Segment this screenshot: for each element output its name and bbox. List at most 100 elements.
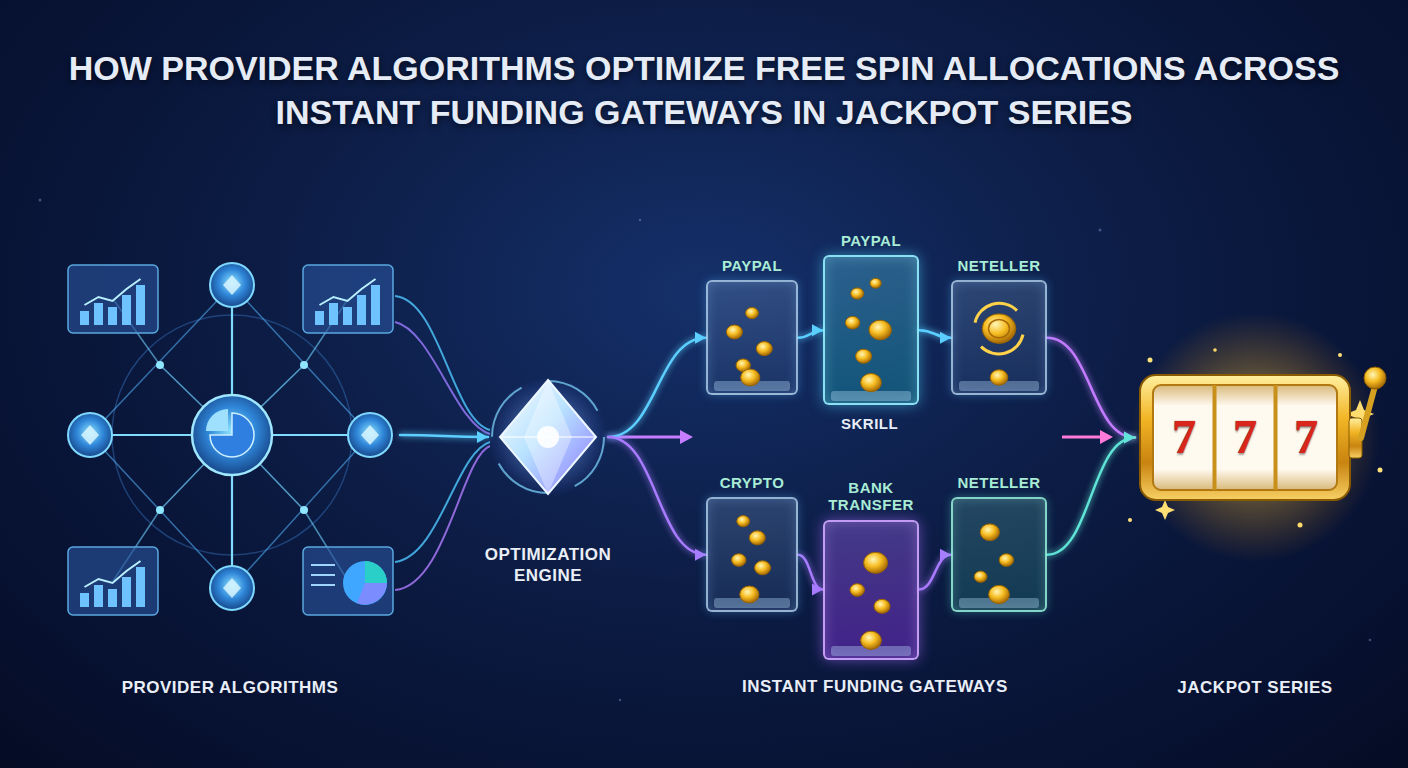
coin [974, 571, 987, 582]
flow-line [395, 446, 490, 590]
connector-line [1047, 438, 1135, 555]
arrow-line [616, 436, 680, 439]
connector [608, 437, 706, 561]
coin [755, 561, 771, 575]
stars [39, 199, 1372, 702]
gem-diamond [500, 380, 596, 494]
chart-bar [357, 295, 366, 325]
slot-glow [1130, 312, 1380, 562]
flow-line [395, 296, 490, 430]
algorithm-network: PROVIDER ALGORITHMS [60, 255, 400, 698]
coin [861, 631, 882, 649]
node-gem [81, 425, 99, 445]
chart-panel [303, 547, 393, 615]
slot-handle [1361, 386, 1375, 438]
gateway-label: SKRILL [841, 415, 898, 432]
chart-line [311, 564, 335, 566]
gateway-node: PAYPAL [808, 232, 934, 405]
chart-bar [136, 567, 145, 607]
sparkle [1378, 468, 1383, 473]
coin [982, 314, 1016, 343]
gateway-node: CRYPTO [691, 474, 813, 612]
arrow-head [680, 430, 693, 444]
gateway-box [706, 497, 798, 612]
node-gem [361, 425, 379, 445]
coin [850, 583, 864, 596]
gateway-box [951, 280, 1047, 395]
chart-bar [108, 307, 117, 325]
chart-bar [80, 311, 89, 325]
gateway-box [706, 280, 798, 395]
coins [953, 499, 1049, 614]
reel-divider [1274, 385, 1278, 490]
connector [798, 555, 823, 596]
connector-line [1047, 338, 1135, 438]
network-illustration [60, 255, 400, 615]
trend-line [85, 279, 141, 305]
slot-window [1153, 385, 1337, 490]
connector-line [608, 338, 706, 437]
flow-lines [395, 296, 490, 590]
connector [919, 549, 951, 590]
reel-symbol: 7 [1172, 413, 1196, 461]
flow-line [395, 322, 490, 434]
coin [874, 599, 890, 613]
coins [708, 282, 800, 397]
coin [741, 369, 760, 386]
network-dot [156, 361, 164, 369]
arrow-line [1062, 436, 1100, 439]
pie-chart [343, 561, 387, 605]
coin-rim [989, 320, 1010, 338]
connector-line [400, 435, 488, 437]
gateway-box [823, 520, 919, 660]
jackpot-slot: JACKPOT SERIES [1120, 340, 1390, 698]
gateway-node: NETELLER [936, 257, 1062, 395]
chart-panel [68, 265, 158, 333]
network-node [348, 413, 392, 457]
node-label: PROVIDER ALGORITHMS [60, 677, 400, 698]
coin [749, 531, 765, 545]
chart-bar [122, 577, 131, 607]
optimization-engine: OPTIMIZATION ENGINE [463, 372, 633, 587]
gateway-heading: BANK TRANSFER [808, 479, 934, 514]
chart-bar [80, 593, 89, 607]
coin [870, 279, 881, 289]
coin [746, 308, 759, 319]
network-node [210, 566, 254, 610]
reel-divider [1213, 385, 1217, 490]
coins [825, 522, 921, 662]
coin [856, 350, 872, 364]
arrow-head [940, 332, 951, 344]
gem-ring [492, 381, 604, 493]
gateway-box [951, 497, 1047, 612]
core-slice [206, 409, 228, 431]
coin [864, 552, 888, 573]
coin [726, 325, 742, 339]
arrow-head [812, 324, 823, 336]
gem-glow [488, 377, 608, 497]
network-dot [300, 506, 308, 514]
chart-bar [94, 585, 103, 607]
gateway-heading: NETELLER [936, 474, 1062, 491]
connector [1047, 338, 1135, 444]
chart-bar [371, 285, 380, 325]
center-arrow [616, 430, 693, 444]
chart-line [311, 584, 335, 586]
star [619, 699, 621, 701]
core-node [192, 395, 272, 475]
coins [708, 499, 800, 614]
arrow-head [477, 431, 488, 443]
gem-core [537, 426, 559, 448]
coin [740, 586, 759, 603]
coin [845, 317, 859, 330]
slot-knob [1364, 367, 1386, 389]
pie-slice [365, 561, 387, 583]
title-band: HOW PROVIDER ALGORITHMS OPTIMIZE FREE SP… [0, 46, 1408, 134]
connector [798, 324, 823, 338]
chart-line [311, 574, 335, 576]
gateway-heading: PAYPAL [808, 232, 934, 249]
coin [989, 586, 1010, 604]
connector [919, 330, 951, 344]
star [1369, 639, 1372, 642]
slot-body [1140, 375, 1350, 500]
